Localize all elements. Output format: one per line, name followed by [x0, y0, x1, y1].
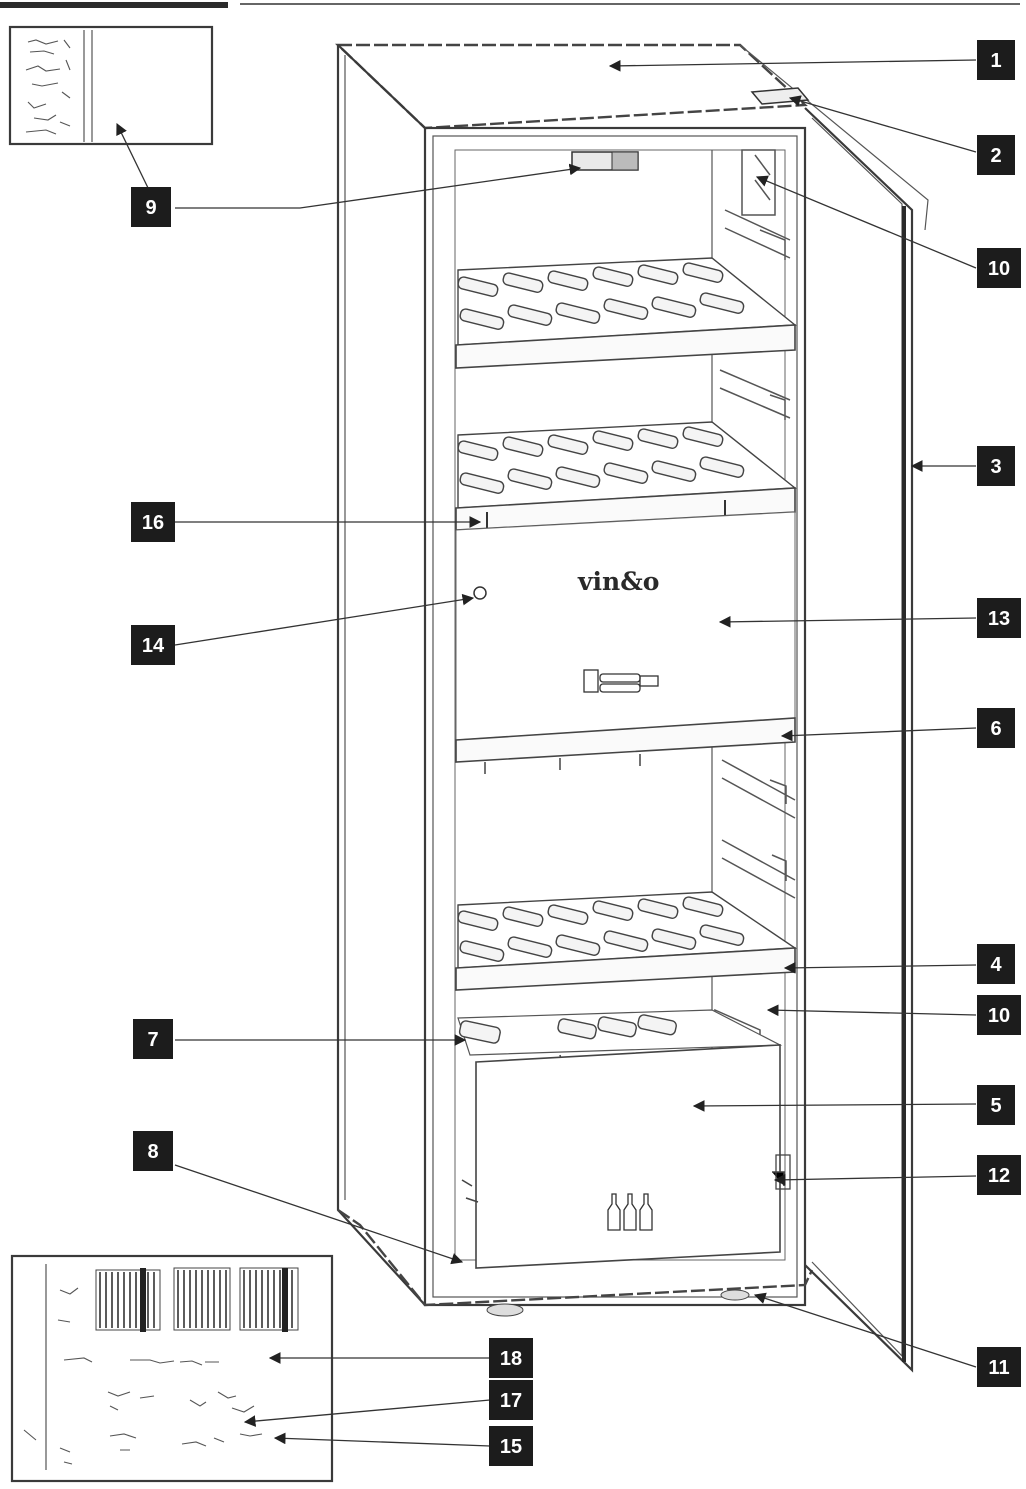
- svg-text:18: 18: [500, 1348, 522, 1370]
- svg-text:10: 10: [988, 258, 1010, 280]
- header-rules: [0, 2, 1020, 8]
- door-open: [739, 44, 929, 1373]
- svg-text:8: 8: [147, 1141, 158, 1163]
- callout-10-top: 10: [977, 248, 1021, 288]
- bottles-icon: [607, 1193, 653, 1231]
- callout-9: 9: [131, 187, 171, 227]
- callout-8: 8: [133, 1131, 173, 1171]
- svg-text:11: 11: [988, 1357, 1009, 1379]
- wine-shelf-1: [455, 257, 797, 369]
- callout-10-bottom: 10: [977, 995, 1021, 1035]
- svg-text:1: 1: [990, 50, 1001, 72]
- callout-3: 3: [977, 446, 1015, 486]
- svg-text:9: 9: [145, 197, 156, 219]
- callout-7: 7: [133, 1019, 173, 1059]
- callout-15: 15: [489, 1426, 533, 1466]
- callout-13: 13: [977, 598, 1021, 638]
- svg-text:5: 5: [990, 1095, 1001, 1117]
- callout-badges: 1 2 3 4 5 6 7 8: [131, 40, 1021, 1466]
- separator-shelf: [455, 717, 796, 774]
- callout-14: 14: [131, 625, 175, 665]
- wine-shelf-3: [455, 891, 798, 991]
- callout-1: 1: [977, 40, 1015, 80]
- svg-text:12: 12: [988, 1165, 1010, 1187]
- inset-control-panel: [8, 25, 214, 146]
- svg-text:7: 7: [147, 1029, 158, 1051]
- svg-text:16: 16: [142, 512, 164, 534]
- svg-text:17: 17: [500, 1390, 522, 1412]
- board-pins: [95, 1267, 299, 1332]
- svg-text:4: 4: [990, 954, 1002, 976]
- callout-11: 11: [977, 1347, 1021, 1387]
- callout-16: 16: [131, 502, 175, 542]
- callout-18: 18: [489, 1338, 533, 1378]
- svg-text:3: 3: [990, 456, 1001, 478]
- callout-17: 17: [489, 1380, 533, 1420]
- svg-text:15: 15: [500, 1436, 522, 1458]
- callout-12: 12: [977, 1155, 1021, 1195]
- inset-electronic-board: [10, 1254, 334, 1483]
- leader-lines: [116, 59, 977, 1447]
- callout-4: 4: [977, 944, 1015, 984]
- svg-text:6: 6: [990, 718, 1001, 740]
- central-panel: vin&o: [455, 511, 796, 741]
- svg-text:10: 10: [988, 1005, 1010, 1027]
- top-hinge: [750, 87, 810, 105]
- brand-logo: vin&o: [577, 567, 659, 596]
- callout-6: 6: [977, 708, 1015, 748]
- svg-text:2: 2: [990, 145, 1001, 167]
- callout-2: 2: [977, 135, 1015, 175]
- ceiling-control-light: [571, 151, 639, 171]
- svg-text:14: 14: [142, 635, 165, 657]
- svg-text:13: 13: [988, 608, 1010, 630]
- callout-5: 5: [977, 1085, 1015, 1125]
- bottom-drawer: [457, 1009, 791, 1269]
- bottle-icon-panel: [583, 669, 659, 693]
